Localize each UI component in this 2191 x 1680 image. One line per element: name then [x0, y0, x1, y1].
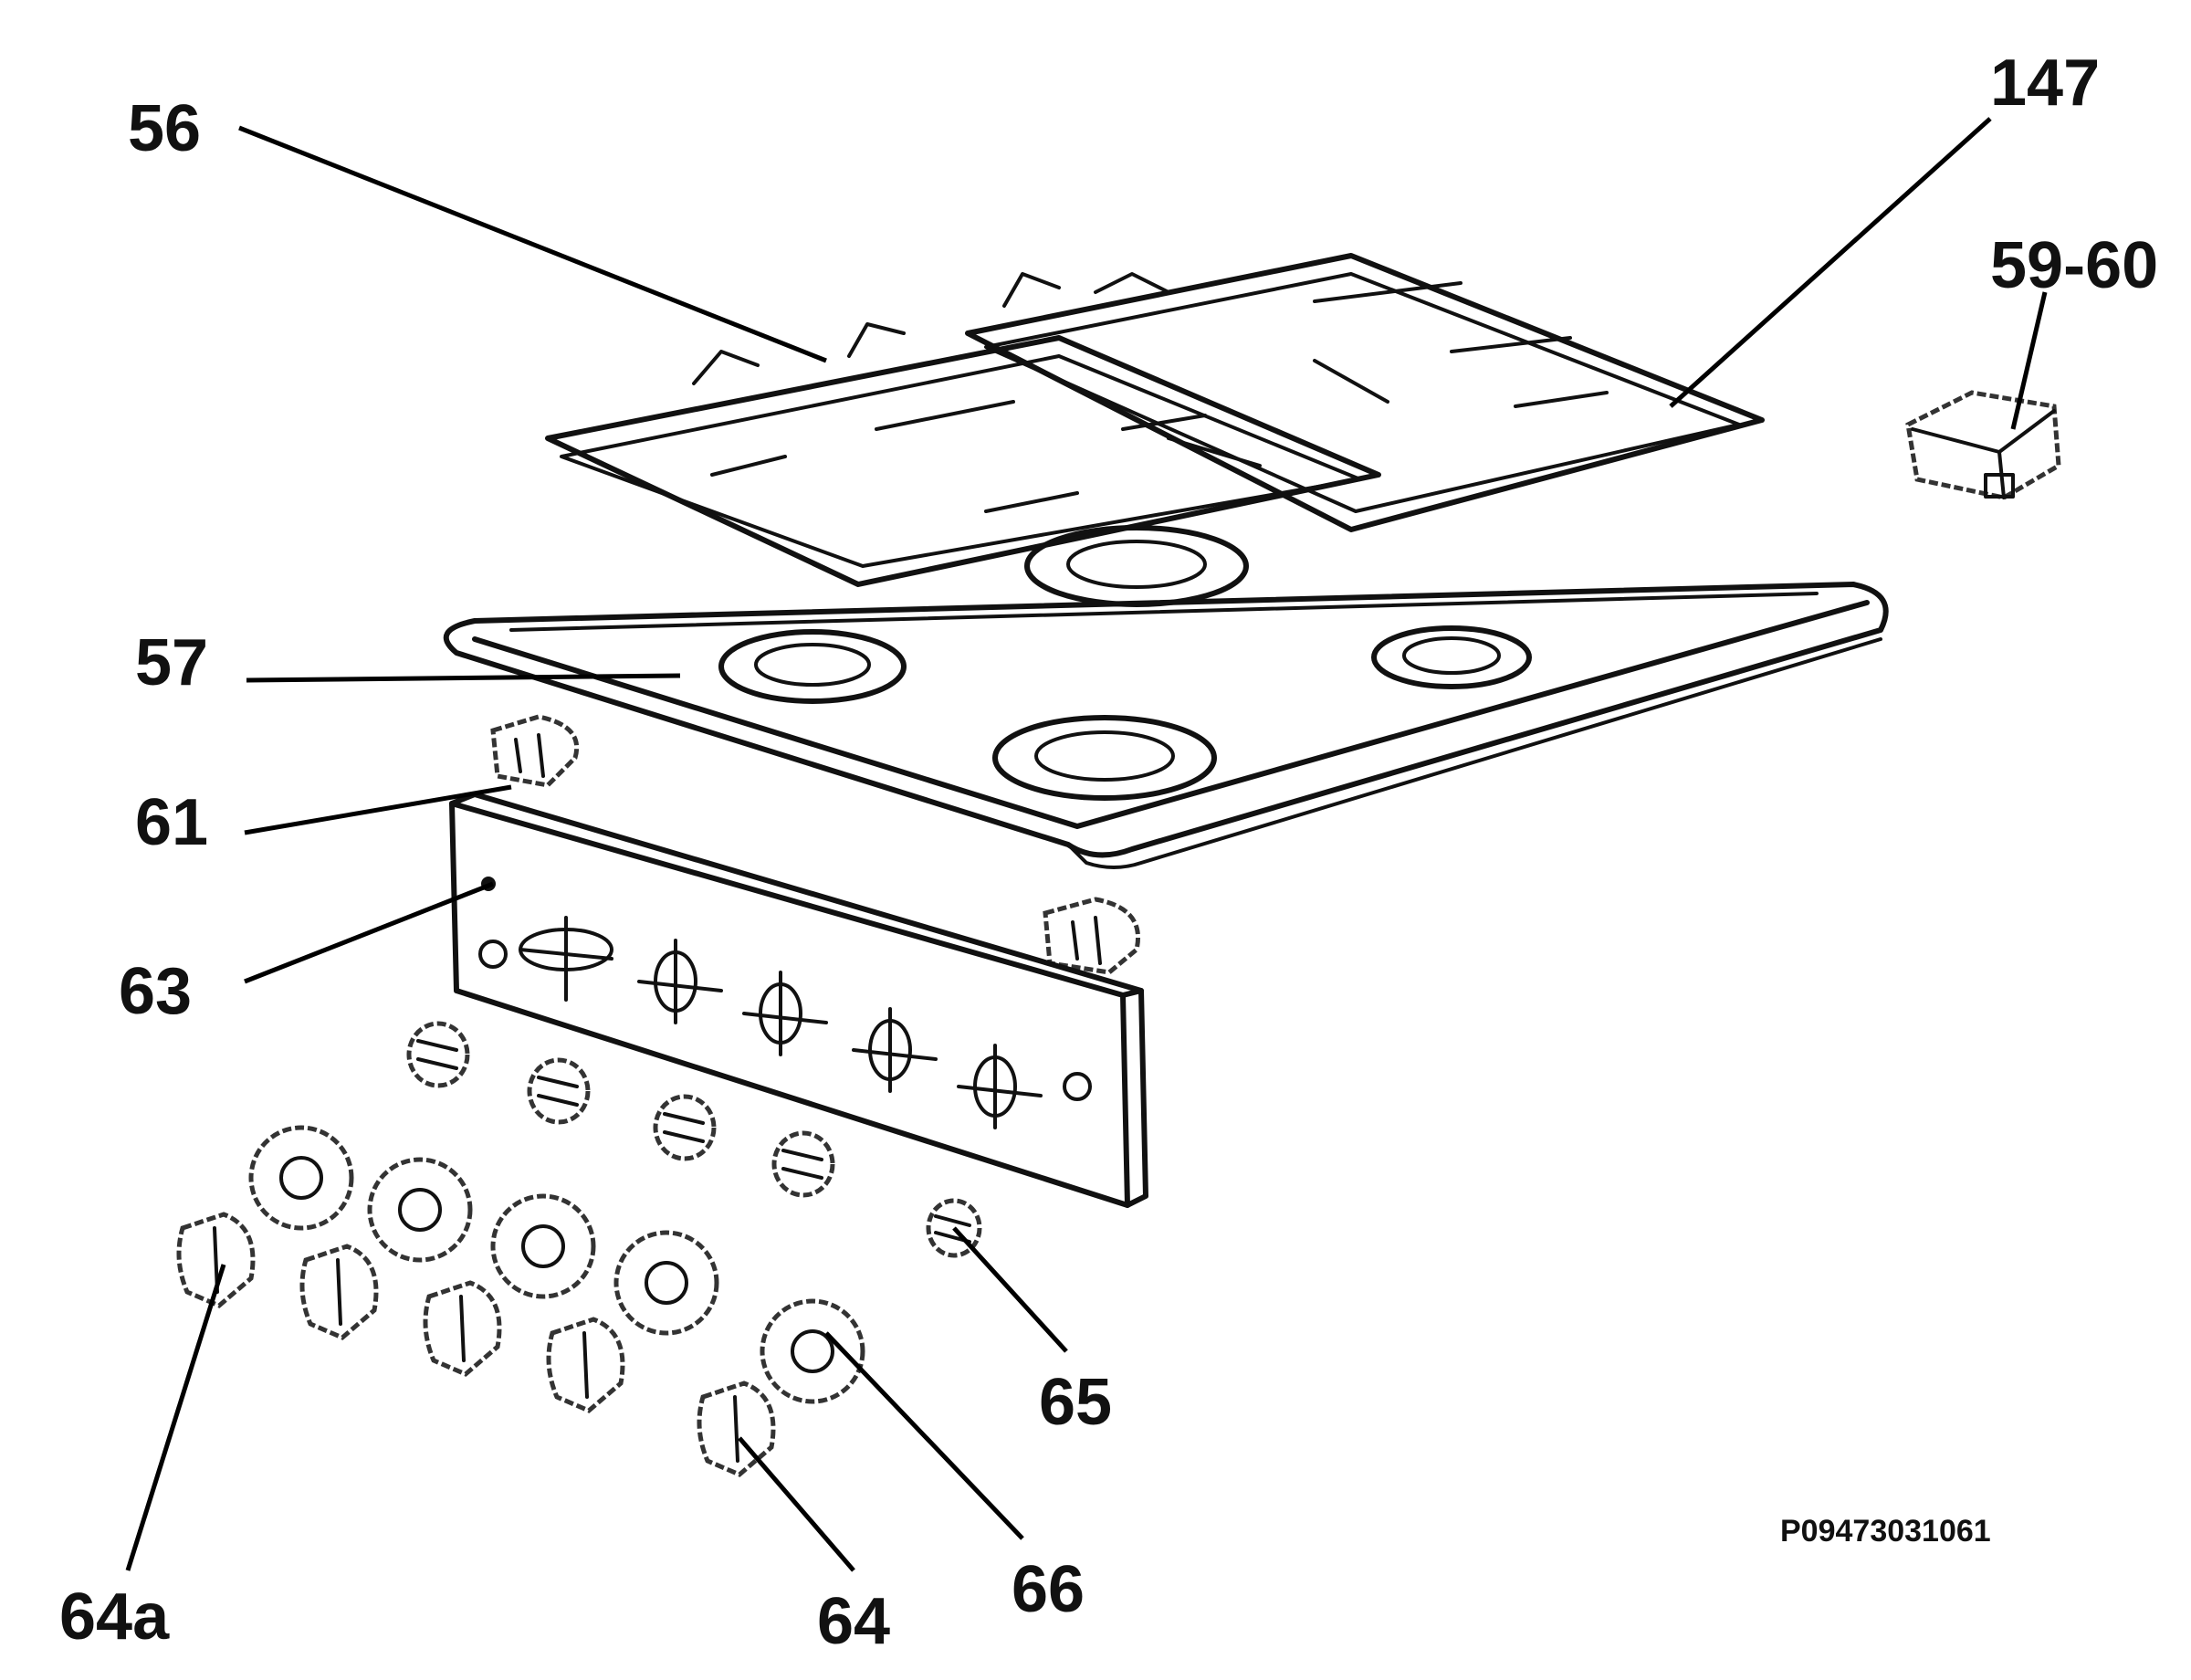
burner-rear-right: [1371, 625, 1532, 689]
pan-support-left: [545, 322, 1381, 587]
callout-64a: 64a: [59, 1580, 170, 1654]
part-59-60: [1905, 390, 2061, 500]
bezel-66: [760, 1298, 865, 1404]
knob-2: [299, 1244, 379, 1340]
bezel-1: [248, 1125, 354, 1231]
leader-64: [738, 1436, 855, 1572]
callout-61: 61: [135, 786, 209, 859]
panel-knob-hole-5: [957, 1044, 1043, 1129]
pan-support-right: [965, 253, 1765, 532]
knob-4: [546, 1317, 625, 1413]
callout-63: 63: [119, 955, 193, 1028]
burner-front-center: [992, 715, 1217, 801]
callout-56: 56: [128, 92, 202, 165]
part-61-clip-left: [490, 714, 579, 788]
leader-66: [824, 1331, 1024, 1540]
leader-61: [244, 784, 512, 835]
callout-57: 57: [135, 626, 209, 699]
callout-147: 147: [1990, 47, 2101, 120]
spring-2: [527, 1057, 591, 1125]
leader-59-60: [2010, 291, 2048, 430]
bezels: [248, 1125, 865, 1404]
panel-knob-hole-3: [742, 971, 828, 1056]
drawing-code: P09473031061: [1780, 1514, 1991, 1549]
leader-64a: [125, 1264, 226, 1571]
callout-64: 64: [817, 1585, 891, 1658]
leader-63: [244, 881, 494, 984]
spring-3: [653, 1094, 717, 1161]
leader-57: [246, 673, 681, 683]
leader-65: [952, 1226, 1068, 1353]
callout-66: 66: [1012, 1553, 1085, 1626]
bezel-3: [490, 1193, 596, 1299]
burner-front-left: [718, 629, 907, 704]
leader-56: [238, 125, 827, 363]
panel-knob-hole-1: [519, 916, 613, 1002]
part-61-clip-right: [1043, 897, 1140, 975]
spring-4: [771, 1130, 835, 1198]
knob-64: [697, 1381, 776, 1477]
bezel-2: [367, 1157, 473, 1263]
hob-top: [443, 525, 1889, 869]
callout-59-60: 59-60: [1990, 229, 2159, 302]
bezel-4: [613, 1230, 719, 1336]
spring-1: [406, 1021, 470, 1088]
leader-147: [1669, 117, 1992, 408]
control-panel: [449, 792, 1148, 1208]
panel-knob-hole-4: [852, 1007, 938, 1093]
knob-3: [423, 1280, 502, 1377]
panel-knob-hole-2: [637, 939, 723, 1024]
callout-65: 65: [1039, 1366, 1113, 1439]
leader-lines: [125, 117, 2048, 1572]
